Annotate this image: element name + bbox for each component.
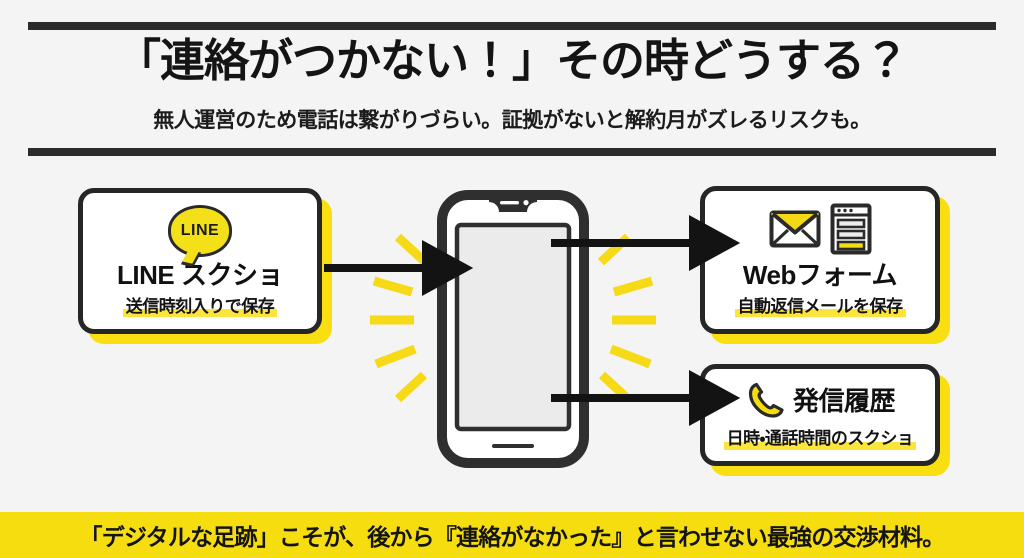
web-card-title: Webフォーム [742, 260, 898, 290]
call-card-subtitle: 日時・通話時間のスクショ [723, 429, 917, 451]
envelope-icon [769, 210, 820, 248]
card-line-screenshot[interactable]: LINE LINE スクショ 送信時刻入りで保存 [78, 188, 322, 334]
line-card-title: LINE スクショ [117, 260, 283, 290]
bottom-banner-text: 「デジタルな足跡」こそが、後から『連絡がなかった』と言わせない最強の交渉材料。 [79, 524, 946, 550]
header-top-rule [28, 22, 996, 30]
call-card-heading-row: 発信履歴 [745, 380, 896, 422]
page-title: 「連絡がつかない！」その時どうする？ [115, 35, 909, 86]
line-logo-icon: LINE [168, 205, 232, 268]
line-logo-label: LINE [180, 222, 220, 239]
page-subtitle: 無人運営のため電話は繋がりづらい。証拠がないと解約月がズレるリスクも。 [153, 109, 871, 132]
line-card-subtitle: 送信時刻入りで保存 [122, 297, 278, 318]
web-form-icon-group [769, 203, 872, 255]
call-card-title: 発信履歴 [792, 386, 896, 416]
phone-handset-icon [748, 383, 784, 418]
smartphone-illustration [437, 190, 589, 468]
header-bottom-rule [28, 148, 996, 156]
web-form-document-icon [830, 203, 871, 255]
bottom-banner: 「デジタルな足跡」こそが、後から『連絡がなかった』と言わせない最強の交渉材料。 [0, 512, 1024, 558]
web-card-subtitle: 自動返信メールを保存 [734, 297, 906, 318]
